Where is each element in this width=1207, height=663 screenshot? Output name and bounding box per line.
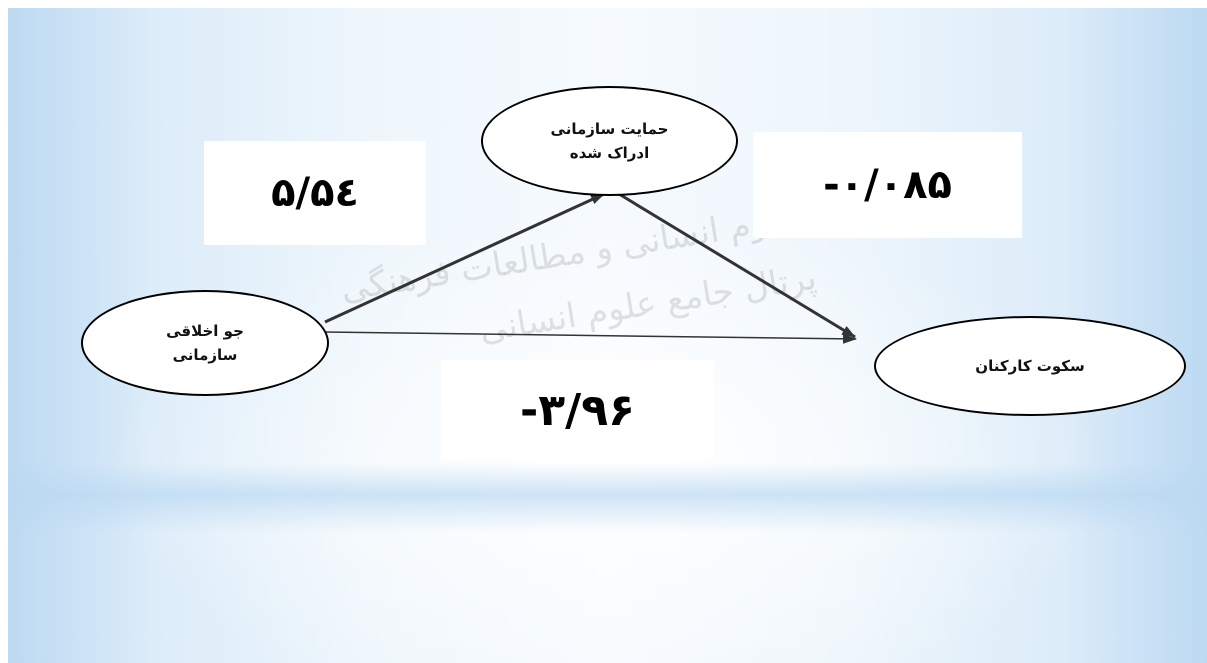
diagram-canvas: پژوهشگاه علوم انسانی و مطالعات فرهنگی پر… — [8, 8, 1207, 663]
node-independent-line2: سازمانی — [172, 346, 238, 364]
coefficient-label: ۵/۵٤ — [271, 170, 359, 216]
node-dependent: سکوت کارکنان — [874, 316, 1186, 416]
arrow-independent-to-mediator — [324, 192, 605, 324]
coefficient-independent-to-dependent: -۳/۹۶ — [441, 360, 714, 460]
node-mediator-line1: حمایت سازمانی — [550, 120, 669, 138]
background-band — [8, 463, 1207, 533]
node-mediator: حمایت سازمانی ادراک شده — [481, 86, 738, 196]
node-mediator-line2: ادراک شده — [569, 144, 650, 162]
path-arrows — [324, 192, 857, 344]
coefficient-label: -۰/۰۸۵ — [823, 162, 952, 208]
arrow-independent-to-dependent — [324, 331, 857, 344]
coefficient-mediator-to-dependent: -۰/۰۸۵ — [753, 132, 1022, 238]
node-dependent-line1: سکوت کارکنان — [975, 357, 1085, 375]
arrow-mediator-to-dependent — [618, 192, 856, 339]
coefficient-label: -۳/۹۶ — [520, 384, 635, 436]
coefficient-independent-to-mediator: ۵/۵٤ — [204, 141, 426, 245]
node-independent: جو اخلاقی سازمانی — [81, 290, 329, 396]
node-independent-line1: جو اخلاقی — [166, 322, 244, 340]
